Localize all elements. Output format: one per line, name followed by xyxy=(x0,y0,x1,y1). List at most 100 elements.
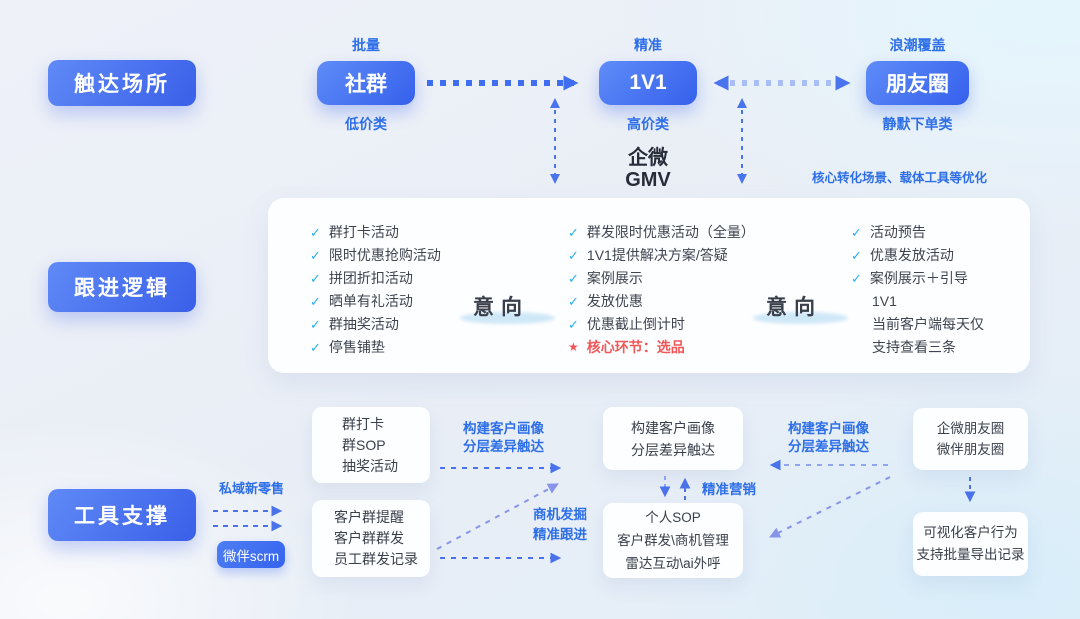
node-1v1-above-label: 精准 xyxy=(634,37,662,53)
list-item: ✓ 群抽奖活动 xyxy=(310,313,441,336)
visualize-box: 可视化客户行为 支持批量导出记录 xyxy=(913,512,1028,576)
list-item: ✓ 群打卡活动 xyxy=(310,221,441,244)
node-moments: 朋友圈 xyxy=(866,61,969,105)
list-item: 1V1 xyxy=(851,290,984,313)
list-item-text: 案例展示＋引导 xyxy=(869,270,968,286)
list-item: ✓ 优惠发放活动 xyxy=(851,244,984,267)
precision-marketing-label: 精准营销 xyxy=(702,482,756,497)
moments-box: 企微朋友圈 微伴朋友圈 xyxy=(913,408,1028,470)
check-icon: ✓ xyxy=(310,225,321,240)
list-item-text: 优惠发放活动 xyxy=(869,247,954,263)
check-icon: ✓ xyxy=(851,271,862,286)
label-line: 商机发掘 xyxy=(533,507,587,522)
follow-list-moments: ✓活动预告 ✓优惠发放活动 ✓案例展示＋引导 1V1 当前客户端每天仅 支持查看… xyxy=(851,221,984,359)
list-item: ✓ 优惠截止倒计时 xyxy=(568,313,755,336)
list-item-text: 停售铺垫 xyxy=(328,339,385,355)
intent-label-1: 意向 xyxy=(460,291,555,324)
node-1v1: 1V1 xyxy=(599,61,697,105)
list-item-text: 晒单有礼活动 xyxy=(328,293,413,309)
check-icon: ✓ xyxy=(568,317,579,332)
label-line: 分层差异触达 xyxy=(463,439,544,454)
node-community-above-label: 批量 xyxy=(352,37,380,53)
box-line: 微伴朋友圈 xyxy=(936,442,1005,457)
box-line: 分层差异触达 xyxy=(631,441,715,458)
core-step-text: 核心环节：选品 xyxy=(586,339,685,355)
check-icon: ✓ xyxy=(851,248,862,263)
core-step-item: ★ 核心环节：选品 xyxy=(568,336,755,359)
list-item: ✓停售铺垫 xyxy=(310,336,441,359)
follow-list-1v1: ✓群发限时优惠活动（全量） ✓1V1提供解决方案/答疑 ✓案例展示 ✓发放优惠 … xyxy=(568,221,755,359)
list-item-text: 限时优惠抢购活动 xyxy=(328,247,441,263)
box-line: 构建客户画像 xyxy=(631,419,715,436)
check-icon: ✓ xyxy=(568,225,579,240)
intent-text: 意向 xyxy=(473,296,529,319)
list-item-text: 1V1 xyxy=(872,293,897,309)
section-pill-tools: 工具支撑 xyxy=(48,489,196,541)
list-item-text: 群打卡活动 xyxy=(328,224,399,240)
opportunity-label: 商机发掘 精准跟进 xyxy=(533,505,587,545)
box-line: 群SOP xyxy=(342,436,386,453)
check-icon: ✓ xyxy=(310,271,321,286)
box-line: 个人SOP xyxy=(645,510,701,525)
section-pill-follow: 跟进逻辑 xyxy=(48,262,196,312)
star-icon: ★ xyxy=(568,340,579,354)
label-line: 精准跟进 xyxy=(533,527,587,542)
box-line: 雷达互动\ai外呼 xyxy=(625,556,721,571)
check-icon: ✓ xyxy=(568,271,579,286)
list-item-text: 活动预告 xyxy=(869,224,926,240)
list-item-text: 群抽奖活动 xyxy=(328,316,399,332)
gmv-label: 企微 GMV xyxy=(598,147,698,191)
box-line: 群打卡 xyxy=(342,415,384,432)
intent-highlight-ellipse xyxy=(460,312,555,324)
profile-box: 构建客户画像 分层差异触达 xyxy=(603,407,743,470)
list-item-text: 拼团折扣活动 xyxy=(328,270,413,286)
scrm-badge: 微伴scrm xyxy=(217,541,285,568)
box-line: 客户群发\商机管理 xyxy=(617,533,729,548)
list-item-text: 案例展示 xyxy=(586,270,643,286)
list-item: ✓ 拼团折扣活动 xyxy=(310,267,441,290)
node-moments-below-label: 静默下单类 xyxy=(882,116,953,132)
arrow-diagonal-moments-to-sop xyxy=(769,476,891,538)
personal-sop-box: 个人SOP 客户群发\商机管理 雷达互动\ai外呼 xyxy=(603,503,743,578)
box-line: 客户群提醒 xyxy=(334,509,404,525)
node-1v1-below-label: 高价类 xyxy=(627,116,669,132)
follow-list-community: ✓群打卡活动 ✓限时优惠抢购活动 ✓拼团折扣活动 ✓晒单有礼活动 ✓群抽奖活动 … xyxy=(310,221,441,359)
check-icon: ✓ xyxy=(310,294,321,309)
list-item: ✓ 案例展示＋引导 xyxy=(851,267,984,290)
profile-label-left: 构建客户画像 分层差异触达 xyxy=(463,420,544,456)
list-item: ✓活动预告 xyxy=(851,221,984,244)
intent-text: 意向 xyxy=(766,296,822,319)
box-line: 抽奖活动 xyxy=(342,457,398,474)
box-line: 员工群发记录 xyxy=(334,551,418,567)
box-line: 客户群群发 xyxy=(334,530,404,546)
profile-label-right: 构建客户画像 分层差异触达 xyxy=(788,420,869,456)
node-community: 社群 xyxy=(317,61,415,105)
check-icon: ✓ xyxy=(310,248,321,263)
list-item: ✓ 1V1提供解决方案/答疑 xyxy=(568,244,755,267)
private-retail-label: 私域新零售 xyxy=(219,481,285,496)
list-item-text: 群发限时优惠活动（全量） xyxy=(586,224,755,240)
check-icon: ✓ xyxy=(568,294,579,309)
list-item: ✓ 群发限时优惠活动（全量） xyxy=(568,221,755,244)
label-line: 分层差异触达 xyxy=(788,439,869,454)
node-moments-above-label: 浪潮覆盖 xyxy=(889,37,946,53)
check-icon: ✓ xyxy=(568,248,579,263)
list-item-text: 发放优惠 xyxy=(586,293,643,309)
list-item-text: 支持查看三条 xyxy=(872,339,956,355)
list-item: ✓ 晒单有礼活动 xyxy=(310,290,441,313)
gmv-line-2: GMV xyxy=(625,169,671,191)
label-line: 构建客户画像 xyxy=(788,421,869,436)
follow-panel xyxy=(268,198,1030,373)
box-line: 企微朋友圈 xyxy=(936,421,1005,436)
list-item: ✓ 发放优惠 xyxy=(568,290,755,313)
list-item-text: 1V1提供解决方案/答疑 xyxy=(586,247,728,263)
conversion-note: 核心转化场景、载体工具等优化 xyxy=(812,171,988,185)
list-item: 支持查看三条 xyxy=(851,336,984,359)
intent-label-2: 意向 xyxy=(753,291,848,324)
check-icon: ✓ xyxy=(310,317,321,332)
customer-group-box: 客户群提醒 客户群群发 员工群发记录 xyxy=(312,500,430,577)
gmv-line-1: 企微 xyxy=(628,147,668,169)
list-item-text: 优惠截止倒计时 xyxy=(586,316,685,332)
section-pill-reach: 触达场所 xyxy=(48,60,196,106)
